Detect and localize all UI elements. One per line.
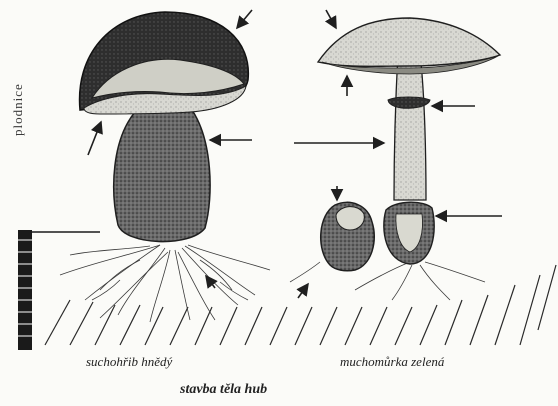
side-label: plodnice [10, 60, 32, 160]
right-species-label: muchomůrka zelená [340, 354, 444, 370]
arrow-mycelium-right [298, 284, 308, 298]
diagram-title: stavba těla hub [180, 382, 267, 398]
bolete-mycelium [60, 245, 270, 322]
amanita-egg [290, 202, 374, 282]
arrow-cap-left [237, 10, 252, 28]
bolete-mushroom [60, 12, 270, 322]
arrow-pores-left [88, 122, 101, 155]
left-species-label: suchohřib hnědý [86, 354, 172, 370]
arrow-cap-right [326, 10, 336, 28]
ground-hatching [45, 265, 556, 345]
scale-bar [18, 230, 100, 350]
